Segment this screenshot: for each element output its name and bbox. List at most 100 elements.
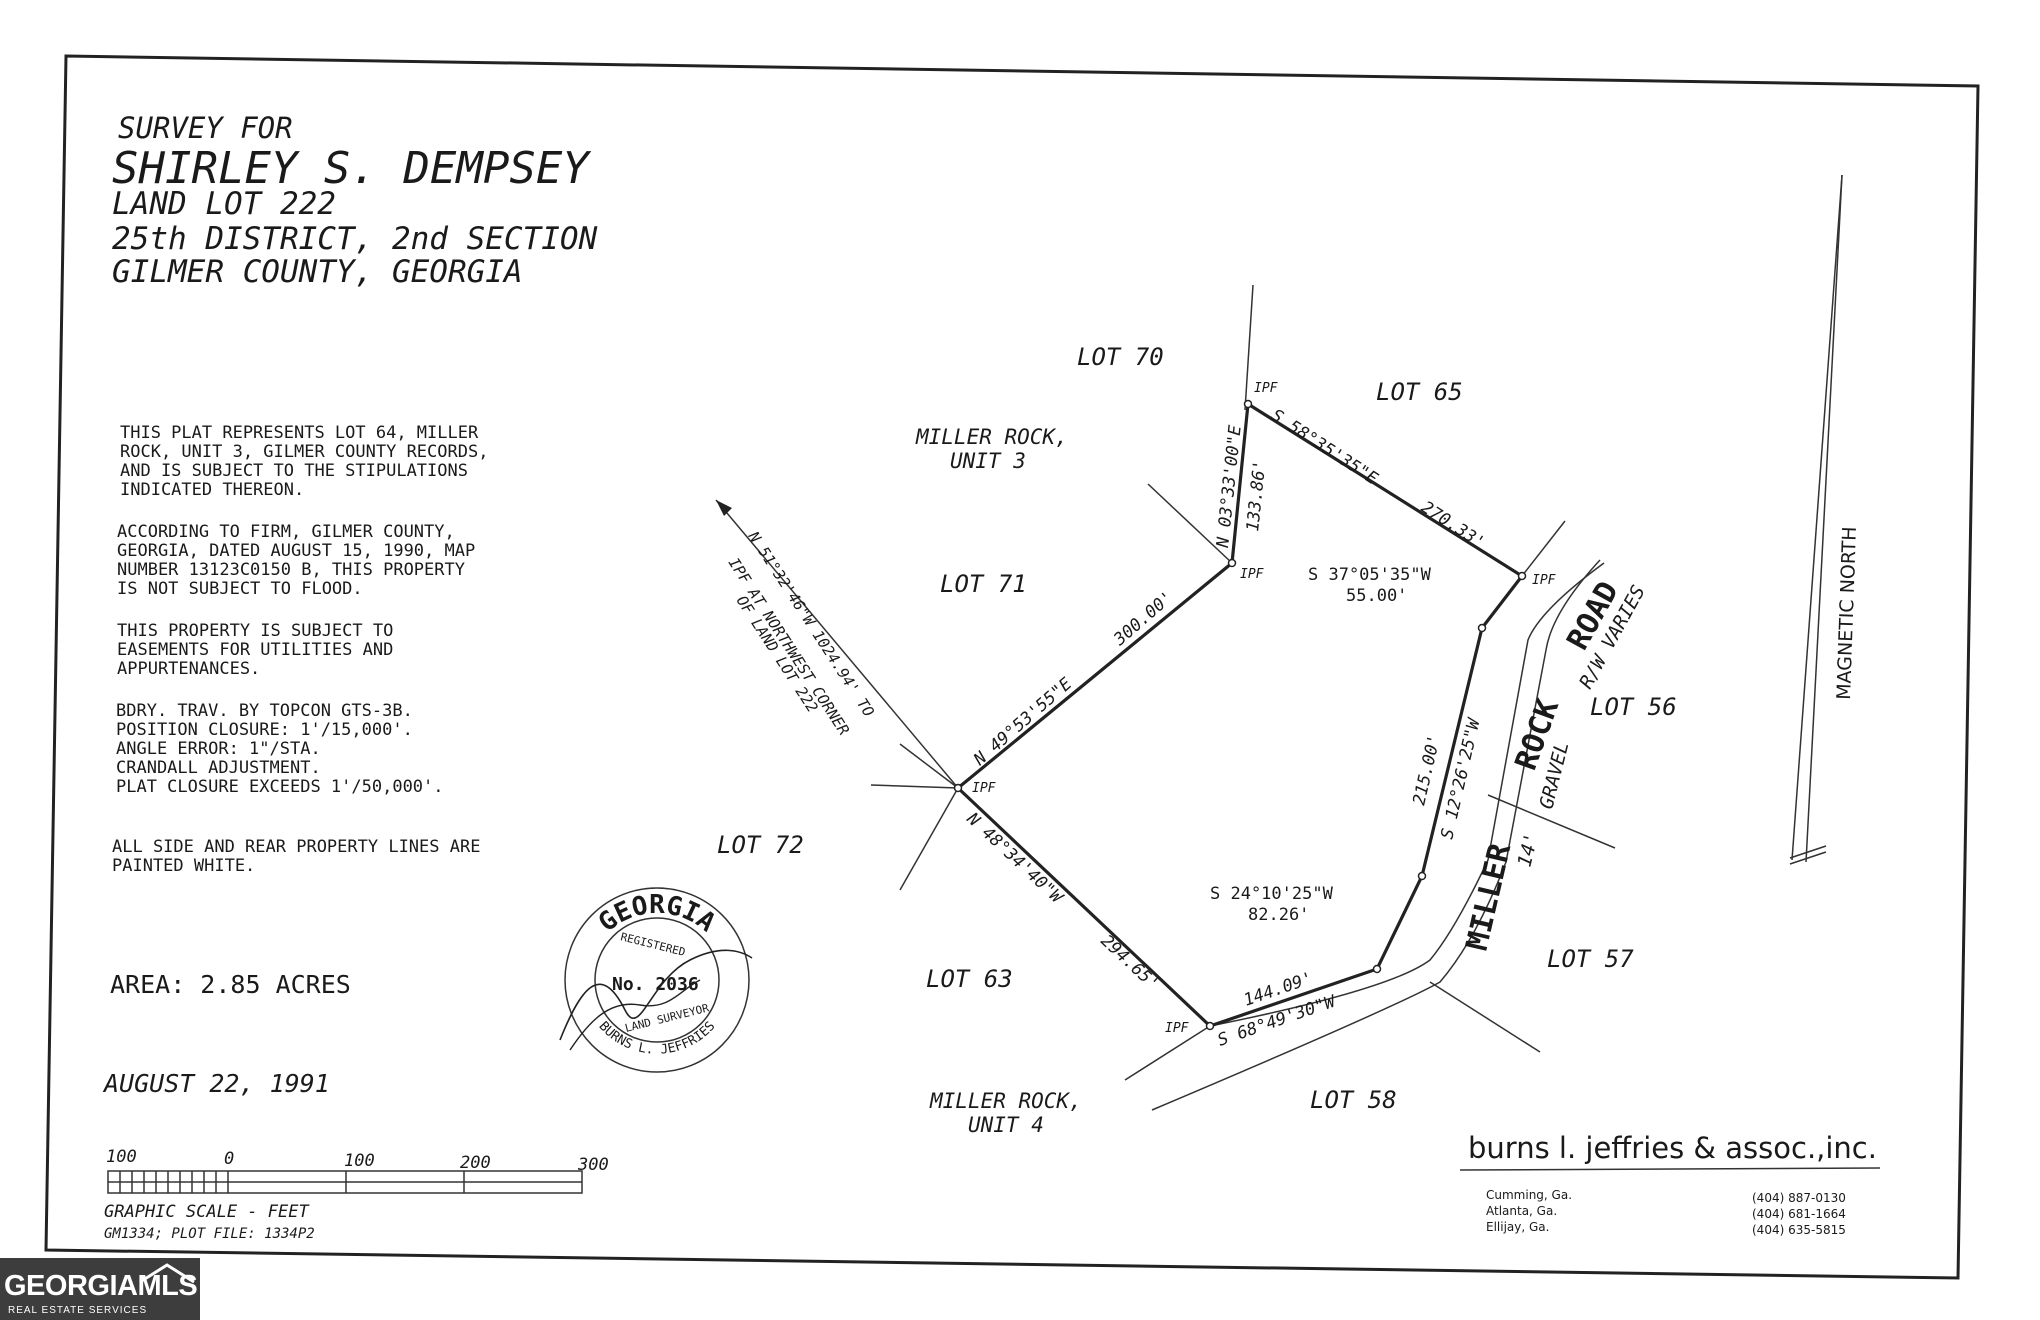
line-lot63-unit4: [1124, 1025, 1211, 1081]
distance-chord-1: 55.00': [1346, 586, 1407, 606]
note-3-line-2: EASEMENTS FOR UTILITIES AND: [117, 640, 393, 660]
firm-city-1: Cumming, Ga.: [1486, 1188, 1572, 1202]
miller-rock-unit4-line1: MILLER ROCK,: [929, 1089, 1082, 1113]
bearing-northwest-line: N 49°53'55"E: [969, 674, 1076, 771]
line-lot72-lot63: [899, 787, 959, 891]
ipf-label-north: IPF: [1254, 381, 1279, 396]
note-5-line-2: PAINTED WHITE.: [112, 856, 255, 876]
note-1-line-3: AND IS SUBJECT TO THE STIPULATIONS: [120, 461, 468, 481]
corner-east-road-lower: [1417, 871, 1427, 881]
ipf-label-south: IPF: [1165, 1021, 1190, 1036]
house-roof-icon: [139, 1263, 195, 1284]
corner-east-road-upper: [1477, 623, 1487, 633]
bearing-chord-2: S 24°10'25"W: [1210, 884, 1334, 904]
bearing-southwest-line: N 48°34'40"W: [962, 808, 1067, 908]
bearing-chord-1: S 37°05'35"W: [1308, 565, 1432, 585]
title-block: SURVEY FOR SHIRLEY S. DEMPSEY LAND LOT 2…: [112, 111, 598, 290]
miller-rock-unit3-line2: UNIT 3: [950, 449, 1026, 473]
note-4-line-1: BDRY. TRAV. BY TOPCON GTS-3B.: [116, 701, 413, 721]
lot-57-label: LOT 57: [1547, 945, 1634, 973]
note-4-line-2: POSITION CLOSURE: 1'/15,000'.: [116, 720, 413, 740]
line-tie-extension: [899, 743, 959, 789]
road-right-edge: [1151, 559, 1601, 1111]
scale-tick-100: 100: [344, 1151, 375, 1171]
lot-70-label: LOT 70: [1077, 343, 1164, 371]
firm-rule: [1459, 1167, 1881, 1171]
graphic-scale: 100 0 100 200 300 GRAPHIC SCALE - FEET G…: [104, 1147, 609, 1242]
north-line-left: [1791, 174, 1843, 861]
firm-city-3: Ellijay, Ga.: [1486, 1220, 1549, 1234]
distance-northwest-line: 300.00': [1109, 588, 1177, 651]
seal-outer-ring: [564, 887, 750, 1073]
note-4-line-5: PLAT CLOSURE EXCEEDS 1'/50,000'.: [116, 777, 444, 797]
lot-63-label: LOT 63: [926, 965, 1013, 993]
tie-line: [715, 499, 959, 789]
scale-tick-300: 300: [577, 1155, 609, 1175]
watermark-main-text: GEORGIAMLS: [4, 1270, 198, 1302]
scale-subdivisions: [119, 1171, 217, 1193]
line-lot71-lot72-tail: [870, 784, 959, 789]
ipf-label-east: IPF: [1532, 573, 1557, 588]
scale-tick-200: 200: [460, 1153, 491, 1173]
note-2-line-1: ACCORDING TO FIRM, GILMER COUNTY,: [117, 522, 455, 542]
note-1-line-2: ROCK, UNIT 3, GILMER COUNTY RECORDS,: [120, 442, 488, 462]
seal-state: GEORGIA: [593, 890, 721, 938]
firm-block: burns l. jeffries & assoc.,inc. Cumming,…: [1459, 1131, 1881, 1237]
drawing-border: [44, 54, 1980, 1280]
corner-ipf-west: [953, 783, 963, 793]
line-lot56-lot57: [1487, 794, 1616, 849]
boundary-bearings: N 03°33'00"E 133.86' S 58°35'35"E 270.33…: [725, 405, 1489, 1050]
firm-name: burns l. jeffries & assoc.,inc.: [1468, 1131, 1877, 1165]
corner-ipf-lot71: [1227, 558, 1237, 568]
line-lot70-lot65: [1244, 284, 1254, 411]
line-lot70-lot71: [1147, 483, 1233, 564]
note-3-line-3: APPURTENANCES.: [117, 659, 260, 679]
lot-65-label: LOT 65: [1376, 378, 1463, 406]
title-client-name: SHIRLEY S. DEMPSEY: [112, 143, 591, 194]
area-label: AREA: 2.85 ACRES: [110, 970, 351, 999]
survey-date: AUGUST 22, 1991: [102, 1069, 330, 1098]
note-5-line-1: ALL SIDE AND REAR PROPERTY LINES ARE: [112, 837, 480, 857]
lot-71-label: LOT 71: [940, 570, 1027, 598]
bearing-northeast-line: S 58°35'35"E: [1267, 405, 1382, 489]
lot-72-label: LOT 72: [717, 831, 804, 859]
firm-city-2: Atlanta, Ga.: [1486, 1204, 1557, 1218]
firm-phone-1: (404) 887-0130: [1752, 1191, 1846, 1205]
north-arrow-label: MAGNETIC NORTH: [1833, 526, 1861, 700]
line-lot65-lot56-top: [1521, 520, 1566, 577]
line-lot57-lot58: [1429, 981, 1541, 1053]
surveyor-seal: GEORGIA REGISTERED No. 2036 LAND SURVEYO…: [559, 887, 753, 1073]
road-name-miller: MILLER: [1460, 839, 1519, 953]
ipf-label-west: IPF: [972, 781, 997, 796]
corner-ipf-east: [1517, 571, 1527, 581]
seal-number: No. 2036: [612, 974, 699, 995]
note-4-line-3: ANGLE ERROR: 1"/STA.: [116, 739, 321, 759]
scale-label: GRAPHIC SCALE - FEET: [104, 1202, 310, 1222]
ipf-label-lot71: IPF: [1240, 567, 1265, 582]
note-4-line-4: CRANDALL ADJUSTMENT.: [116, 758, 321, 778]
north-line-right: [1805, 174, 1843, 863]
plot-file-label: GM1334; PLOT FILE: 1334P2: [104, 1226, 315, 1242]
miller-rock-road: [1151, 559, 1605, 1111]
note-3-line-1: THIS PROPERTY IS SUBJECT TO: [117, 621, 393, 641]
distance-chord-2: 82.26': [1248, 905, 1309, 925]
scale-tick-0: 0: [224, 1149, 234, 1169]
title-county: GILMER COUNTY, GEORGIA: [112, 254, 523, 290]
seal-registered: REGISTERED: [619, 930, 686, 959]
plat-notes: THIS PLAT REPRESENTS LOT 64, MILLER ROCK…: [112, 423, 488, 876]
north-arrow: MAGNETIC NORTH: [1789, 174, 1861, 865]
corner-south-road: [1372, 964, 1382, 974]
title-line-1: SURVEY FOR: [118, 111, 293, 145]
georgia-mls-watermark: GEORGIAMLS REAL ESTATE SERVICES: [0, 1258, 200, 1320]
note-2-line-4: IS NOT SUBJECT TO FLOOD.: [117, 579, 363, 599]
adjacent-lot-lines: [870, 284, 1616, 1081]
miller-rock-unit4-line2: UNIT 4: [968, 1113, 1044, 1137]
distance-north-line: 133.86': [1243, 459, 1270, 532]
note-2-line-2: GEORGIA, DATED AUGUST 15, 1990, MAP: [117, 541, 475, 561]
note-2-line-3: NUMBER 13123C0150 B, THIS PROPERTY: [117, 560, 465, 580]
lot-56-label: LOT 56: [1590, 693, 1677, 721]
miller-rock-unit3-line1: MILLER ROCK,: [915, 425, 1068, 449]
firm-phone-3: (404) 635-5815: [1752, 1223, 1846, 1237]
title-land-lot: LAND LOT 222: [112, 186, 336, 222]
